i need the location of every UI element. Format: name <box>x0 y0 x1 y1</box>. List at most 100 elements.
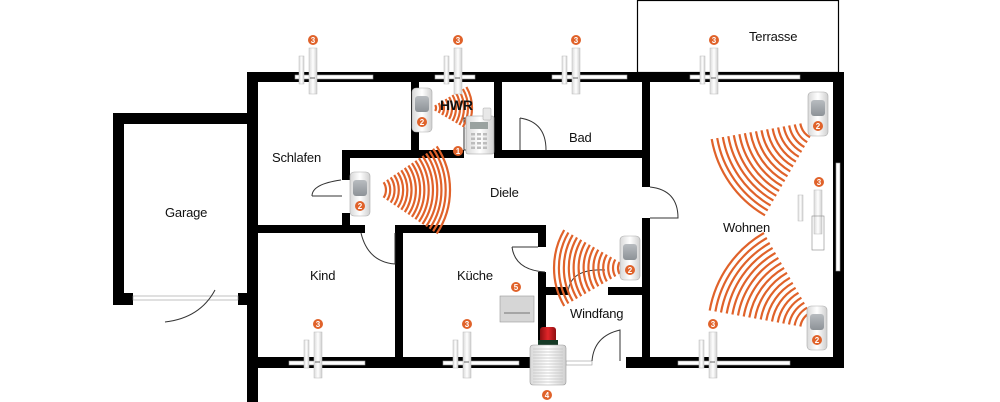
room-label-windfang: Windfang <box>570 306 623 321</box>
window-contact-icon: 3 <box>443 35 463 95</box>
motion-wave-arc <box>441 100 445 116</box>
devices: 3 3 3 3 3 3 3 3 2 2 2 2 2 1 5 4 <box>298 35 829 400</box>
motion-wave-arc <box>432 148 447 232</box>
motion-sensor-icon: 2 <box>349 171 371 217</box>
motion-wave-arc <box>461 88 470 128</box>
motion-wave-arc <box>400 169 409 211</box>
motion-wave-arc <box>782 126 803 153</box>
component-number-badge: 5 <box>511 282 521 292</box>
motion-wave-arc <box>421 155 435 225</box>
component-number-badge: 2 <box>625 265 635 275</box>
svg-text:3: 3 <box>456 36 461 45</box>
motion-wave-arc <box>732 135 777 197</box>
component-number-badge: 3 <box>709 35 719 45</box>
room-label-schlafen: Schlafen <box>272 150 321 165</box>
motion-wave-arc <box>455 92 462 124</box>
svg-text:2: 2 <box>628 266 633 275</box>
motion-wave-arc <box>759 276 791 320</box>
svg-text:3: 3 <box>711 320 716 329</box>
motion-wave-arc <box>597 251 604 285</box>
motion-wave-arc <box>414 160 426 220</box>
window-contact-icon: 3 <box>699 35 719 95</box>
window-contact-icon: 3 <box>797 177 825 251</box>
window-contact-icon: 3 <box>303 319 323 379</box>
motion-wave-arc <box>716 137 769 212</box>
motion-wave-arc <box>749 132 786 183</box>
motion-wave-arc <box>748 266 785 318</box>
component-number-badge: 3 <box>462 319 472 329</box>
motion-wave-arc <box>437 102 442 114</box>
svg-text:2: 2 <box>815 336 820 345</box>
motion-wave-arc <box>793 124 808 144</box>
component-number-badge: 3 <box>453 35 463 45</box>
component-number-badge: 2 <box>812 335 822 345</box>
component-number-badge: 2 <box>813 121 823 131</box>
motion-wave-arc <box>770 286 797 322</box>
motion-wave-arc <box>425 152 439 228</box>
motion-wave-arc <box>710 138 766 217</box>
motion-sensor-icon: 2 <box>619 235 641 281</box>
motion-wave-arc <box>607 256 613 280</box>
motion-wave-arc <box>782 296 802 324</box>
siren-icon: 4 <box>529 327 567 400</box>
motion-wave-arc <box>708 232 765 311</box>
component-number-badge: 3 <box>814 177 824 187</box>
motion-wave-arc <box>448 96 454 120</box>
room-label-diele: Diele <box>490 185 519 200</box>
motion-wave-arc <box>760 130 791 173</box>
motion-wave-arc <box>572 239 583 297</box>
motion-wave-arc <box>389 176 396 204</box>
motion-wave-arc <box>753 271 788 319</box>
svg-text:3: 3 <box>311 36 316 45</box>
component-number-badge: 1 <box>453 146 463 156</box>
motion-wave-arc <box>562 234 574 302</box>
motion-wave-fan <box>553 229 621 307</box>
motion-wave-arc <box>451 94 458 122</box>
window-contact-icon: 3 <box>561 35 581 95</box>
motion-wave-fan <box>710 123 811 217</box>
motion-sensor-icon: 2 <box>806 305 828 351</box>
window-contact-icon: 3 <box>452 319 472 379</box>
motion-wave-arc <box>787 301 805 325</box>
svg-text:3: 3 <box>817 178 822 187</box>
motion-wave-arc <box>727 136 774 202</box>
motion-wave-arc <box>396 171 405 209</box>
motion-wave-arc <box>771 128 797 163</box>
motion-wave-arc <box>776 291 800 323</box>
room-label-kueche: Küche <box>457 268 493 283</box>
motion-wave-arc <box>721 136 772 207</box>
motion-wave-arc <box>736 256 779 316</box>
room-label-hwr: HWR <box>440 97 473 113</box>
motion-wave-fan <box>708 232 811 327</box>
room-label-terrasse: Terrasse <box>749 29 797 44</box>
motion-wave-arc <box>602 254 608 282</box>
component-number-badge: 2 <box>417 117 427 127</box>
motion-wave-arc <box>444 98 450 118</box>
control-module-icon: 5 <box>499 282 535 323</box>
motion-wave-arc <box>731 251 777 315</box>
motion-wave-arc <box>553 229 566 307</box>
room-label-kind: Kind <box>310 268 335 283</box>
motion-wave-arc <box>742 261 782 317</box>
motion-wave-arc <box>435 145 452 235</box>
motion-wave-arc <box>714 237 768 312</box>
motion-wave-arc <box>418 157 430 223</box>
motion-wave-arc <box>754 131 789 178</box>
room-label-wohnen: Wohnen <box>723 220 770 235</box>
room-label-garage: Garage <box>165 205 207 220</box>
motion-wave-arc <box>738 134 780 192</box>
svg-text:3: 3 <box>465 320 470 329</box>
motion-wave-arc <box>407 164 417 216</box>
motion-wave-arc <box>587 246 595 290</box>
motion-sensor-icon: 2 <box>411 87 433 133</box>
component-number-badge: 3 <box>313 319 323 329</box>
room-label-bad: Bad <box>569 130 592 145</box>
svg-text:5: 5 <box>514 283 519 292</box>
motion-sensor-icon: 2 <box>807 91 829 137</box>
motion-wave-arc <box>577 241 587 295</box>
component-number-badge: 2 <box>355 201 365 211</box>
motion-wave-arc <box>434 104 438 112</box>
alarm-keypad-icon: 1 <box>453 107 495 156</box>
motion-wave-arc <box>582 244 591 292</box>
motion-wave-arc <box>719 242 771 313</box>
